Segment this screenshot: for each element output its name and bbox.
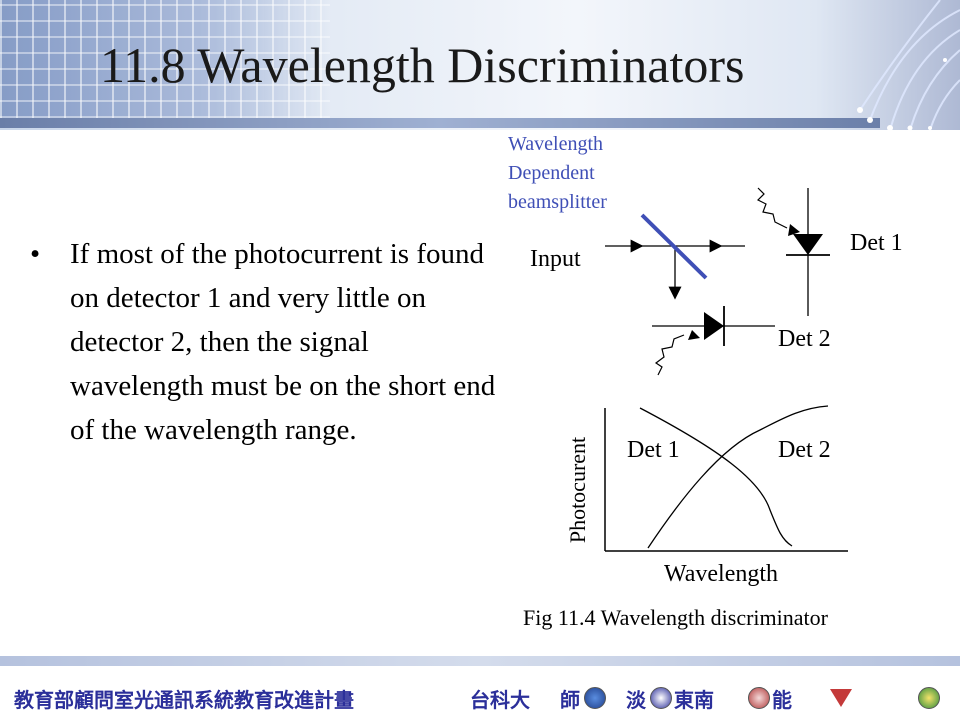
footer-school-2: 師 [560,688,580,712]
det2-light-arrowhead [688,330,700,340]
footer-school-3: 淡 [626,688,646,712]
header-banner [0,0,960,130]
footer-school-4: 東南 [674,688,714,712]
school-emblem-icon [748,687,770,709]
beamsplitter-label: Wavelength Dependent beamsplitter [508,130,607,217]
beamsplitter [640,213,708,280]
plot-det2-label: Det 2 [778,437,831,463]
det1-light-squiggle [756,187,788,229]
beamsplitter-label-line-2: Dependent [508,162,595,184]
plot-x-axis-label: Wavelength [664,561,779,587]
det2-curve [647,405,829,549]
figure-caption: Fig 11.4 Wavelength discriminator [523,605,828,630]
det1-diode-icon [793,234,823,255]
footer-school-1: 台科大 [470,688,530,712]
input-label: Input [530,246,581,272]
footer-program: 教育部顧問室光通訊系統教育改進計畫 [14,688,354,712]
bullet-text: If most of the photocurrent is found on … [70,238,496,446]
det1-label: Det 1 [850,230,903,256]
footer: 教育部顧問室光通訊系統教育改進計畫 台科大 師 淡 東南 能 [0,676,960,720]
school-seal-icon [650,687,672,709]
det2-light-squiggle [654,334,685,376]
header-stripe [0,118,880,128]
footer-divider [0,656,960,666]
page-title: 11.8 Wavelength Discriminators [100,37,745,93]
footer-school-5: 能 [772,688,792,712]
det2-label: Det 2 [778,326,831,352]
beamsplitter-label-line-1: Wavelength [508,133,604,155]
triangle-logo-icon [830,689,852,707]
school-logo-icon [584,687,606,709]
det2-diode-icon [704,312,724,340]
gear-logo-icon [918,687,940,709]
header-decoration [0,0,330,118]
fiber-optic-decoration [857,0,960,130]
plot-y-axis-label: Photocurent [565,436,590,544]
beamsplitter-label-line-3: beamsplitter [508,191,607,213]
det1-light-arrowhead [788,224,800,236]
plot-det1-label: Det 1 [627,437,680,463]
bullet-marker: • [30,238,41,270]
det1-curve [639,407,793,547]
